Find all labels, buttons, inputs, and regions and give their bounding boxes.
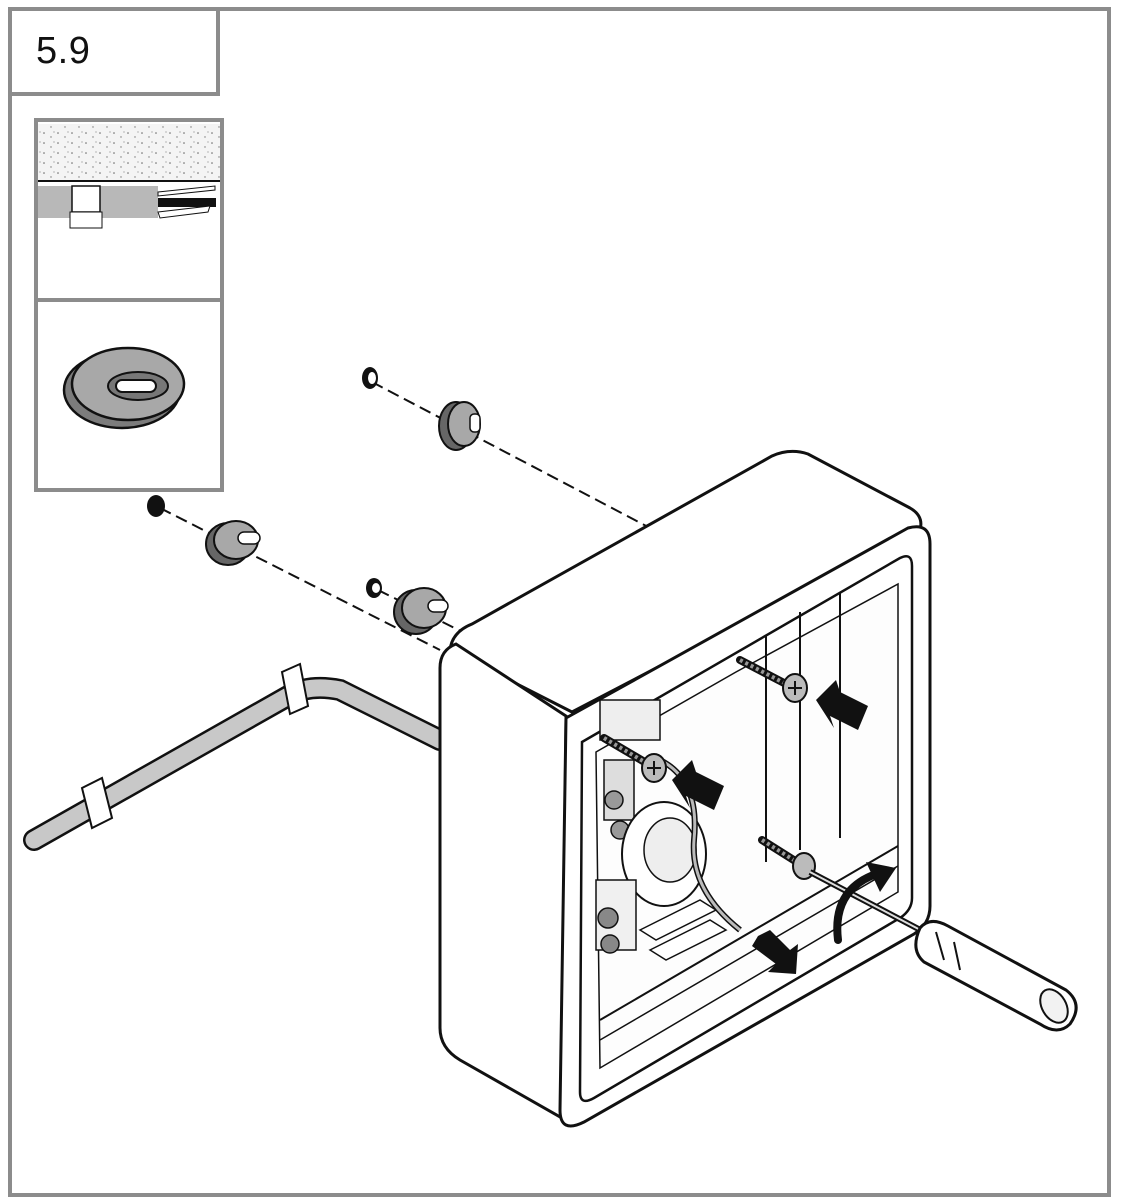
washer [147, 495, 165, 517]
pull-arrow-icon [752, 930, 798, 974]
cable-clip [80, 776, 114, 830]
rubber-grommet-icon [62, 346, 186, 430]
grommet [205, 520, 261, 566]
cable [23, 662, 451, 851]
screw [600, 734, 667, 783]
push-arrow-icon [672, 760, 724, 810]
cable-clip [280, 662, 310, 716]
step-number-box [8, 7, 220, 96]
washer [366, 578, 382, 598]
washer [362, 367, 378, 389]
screw [758, 836, 816, 880]
screw [736, 656, 808, 703]
inset-wall-section [34, 118, 224, 304]
grommet [393, 587, 449, 635]
inset-grommet [34, 298, 224, 492]
push-arrow-icon [816, 680, 868, 730]
rotate-arrow-icon [833, 862, 896, 944]
grommet [438, 401, 481, 451]
step-number: 5.9 [36, 30, 91, 72]
screwdriver-icon [808, 869, 1078, 1032]
terminal-block [595, 699, 728, 961]
